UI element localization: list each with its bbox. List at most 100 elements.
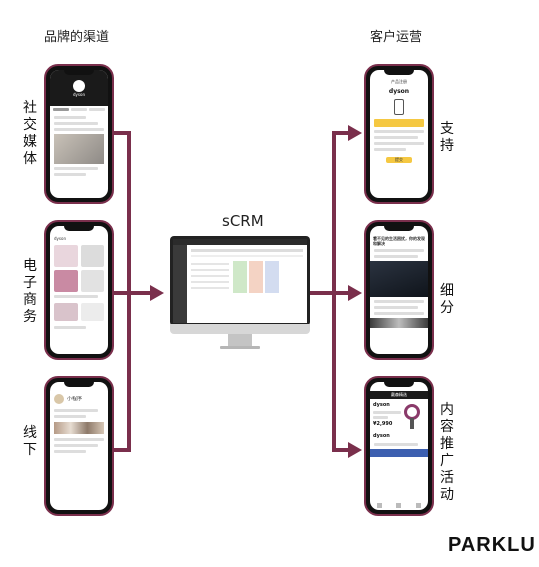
label-offline: 线下: [23, 425, 37, 458]
social-profile-header: dyson: [50, 70, 108, 106]
product-thumb: [80, 245, 104, 267]
center-heading: sCRM: [222, 212, 264, 230]
support-title: 产品注册: [391, 79, 407, 84]
support-banner: [374, 119, 424, 127]
monitor-chin: [170, 324, 310, 334]
left-heading: 品牌的渠道: [44, 30, 110, 45]
tab-icon[interactable]: [377, 503, 383, 508]
product-row: [50, 301, 108, 323]
dashboard-topbar: [173, 239, 307, 245]
dashboard-sidebar: [173, 245, 187, 323]
phone-notch: [64, 70, 94, 75]
text-line: [54, 415, 86, 418]
phone-notch: [384, 382, 414, 387]
content-header: 戴森精选: [370, 391, 428, 399]
product-thumb: [80, 303, 104, 321]
segment-image: [370, 261, 428, 297]
tab-bar: [89, 108, 105, 111]
arrow-into-crm: [150, 285, 164, 301]
text-line: [374, 148, 406, 151]
arrow-to-support: [348, 125, 362, 141]
connector-crm-out: [309, 291, 336, 295]
monitor-stand: [228, 334, 252, 346]
arrow-to-segment: [348, 285, 362, 301]
text-line: [54, 409, 98, 412]
text-line: [54, 173, 86, 176]
dashboard-col-peach: [249, 261, 263, 293]
text-line: [374, 443, 418, 446]
crm-monitor: [170, 236, 310, 351]
tab-bar: [53, 108, 69, 111]
dashboard-col-blue: [265, 261, 279, 293]
brand-logo: PARKLU: [448, 534, 536, 556]
phone-notch: [64, 382, 94, 387]
crm-dashboard: [173, 239, 307, 323]
support-submit-button[interactable]: 提交: [386, 157, 412, 163]
segment-image-strip: [370, 318, 428, 328]
arrow-to-content: [348, 442, 362, 458]
label-content-campaign: 内容推广活动: [440, 402, 454, 503]
dashboard-row: [191, 275, 229, 277]
text-line: [374, 142, 424, 145]
product-thumb: [54, 270, 78, 292]
connector-to-segment: [332, 291, 350, 295]
phone-screen: 产品注册 dyson 提交: [370, 70, 428, 198]
hair-dryer-image: [401, 402, 425, 430]
product-row: [50, 242, 108, 270]
text-line: [54, 444, 98, 447]
phone-screen: 小程序: [50, 382, 108, 510]
offline-name: 小程序: [67, 396, 83, 402]
connector-offline: [111, 448, 131, 452]
tab-bar: [71, 108, 87, 111]
offline-image-strip: [54, 422, 104, 434]
ecommerce-tag: dyson: [54, 236, 66, 241]
content-logo: dyson: [373, 402, 390, 408]
phone-ecommerce: dyson: [44, 220, 114, 360]
phone-notch: [384, 70, 414, 75]
monitor-screen: [170, 236, 310, 326]
phone-screen: dyson: [50, 70, 108, 198]
text-line: [374, 300, 424, 303]
tab-icon[interactable]: [415, 503, 421, 508]
dashboard-row: [191, 281, 229, 283]
text-line: [374, 249, 424, 252]
label-support: 支持: [440, 121, 454, 154]
phone-support: 产品注册 dyson 提交: [364, 64, 434, 204]
text-line: [54, 128, 104, 131]
dashboard-col-green: [233, 261, 247, 293]
product-thumb: [80, 270, 104, 292]
text-line: [54, 167, 98, 170]
text-line: [374, 255, 418, 258]
text-line: [54, 438, 104, 441]
text-line: [54, 450, 86, 453]
phone-notch: [64, 226, 94, 231]
connector-ecommerce: [111, 291, 131, 295]
phone-screen: 戴森精选 dyson ¥2,990 dyson: [370, 382, 428, 510]
connector-to-content: [332, 448, 350, 452]
phone-segmentation: 看不见的生活困扰，你的发现和解决: [364, 220, 434, 360]
connector-left-to-crm: [127, 291, 152, 295]
label-segmentation: 细分: [440, 283, 454, 316]
product-row: [50, 270, 108, 292]
monitor-foot: [220, 346, 260, 349]
connector-to-support: [332, 131, 350, 135]
dashboard-row: [191, 287, 229, 289]
right-heading: 客户运营: [370, 30, 423, 45]
text-line: [373, 411, 401, 414]
text-line: [54, 116, 86, 119]
phone-screen: 看不见的生活困扰，你的发现和解决: [370, 226, 428, 354]
social-logo: dyson: [73, 92, 85, 97]
text-line: [54, 295, 98, 298]
text-line: [374, 312, 424, 315]
dashboard-row: [191, 263, 229, 265]
offline-profile: 小程序: [50, 392, 108, 406]
text-line: [54, 122, 98, 125]
phone-content-campaign: 戴森精选 dyson ¥2,990 dyson: [364, 376, 434, 516]
label-social-media: 社交媒体: [23, 100, 37, 167]
tab-icon[interactable]: [396, 503, 402, 508]
social-tabs: [50, 106, 108, 113]
label-ecommerce: 电子商务: [23, 258, 37, 325]
content-logo: dyson: [373, 433, 390, 439]
content-banner: [370, 449, 428, 457]
avatar: [73, 80, 85, 92]
